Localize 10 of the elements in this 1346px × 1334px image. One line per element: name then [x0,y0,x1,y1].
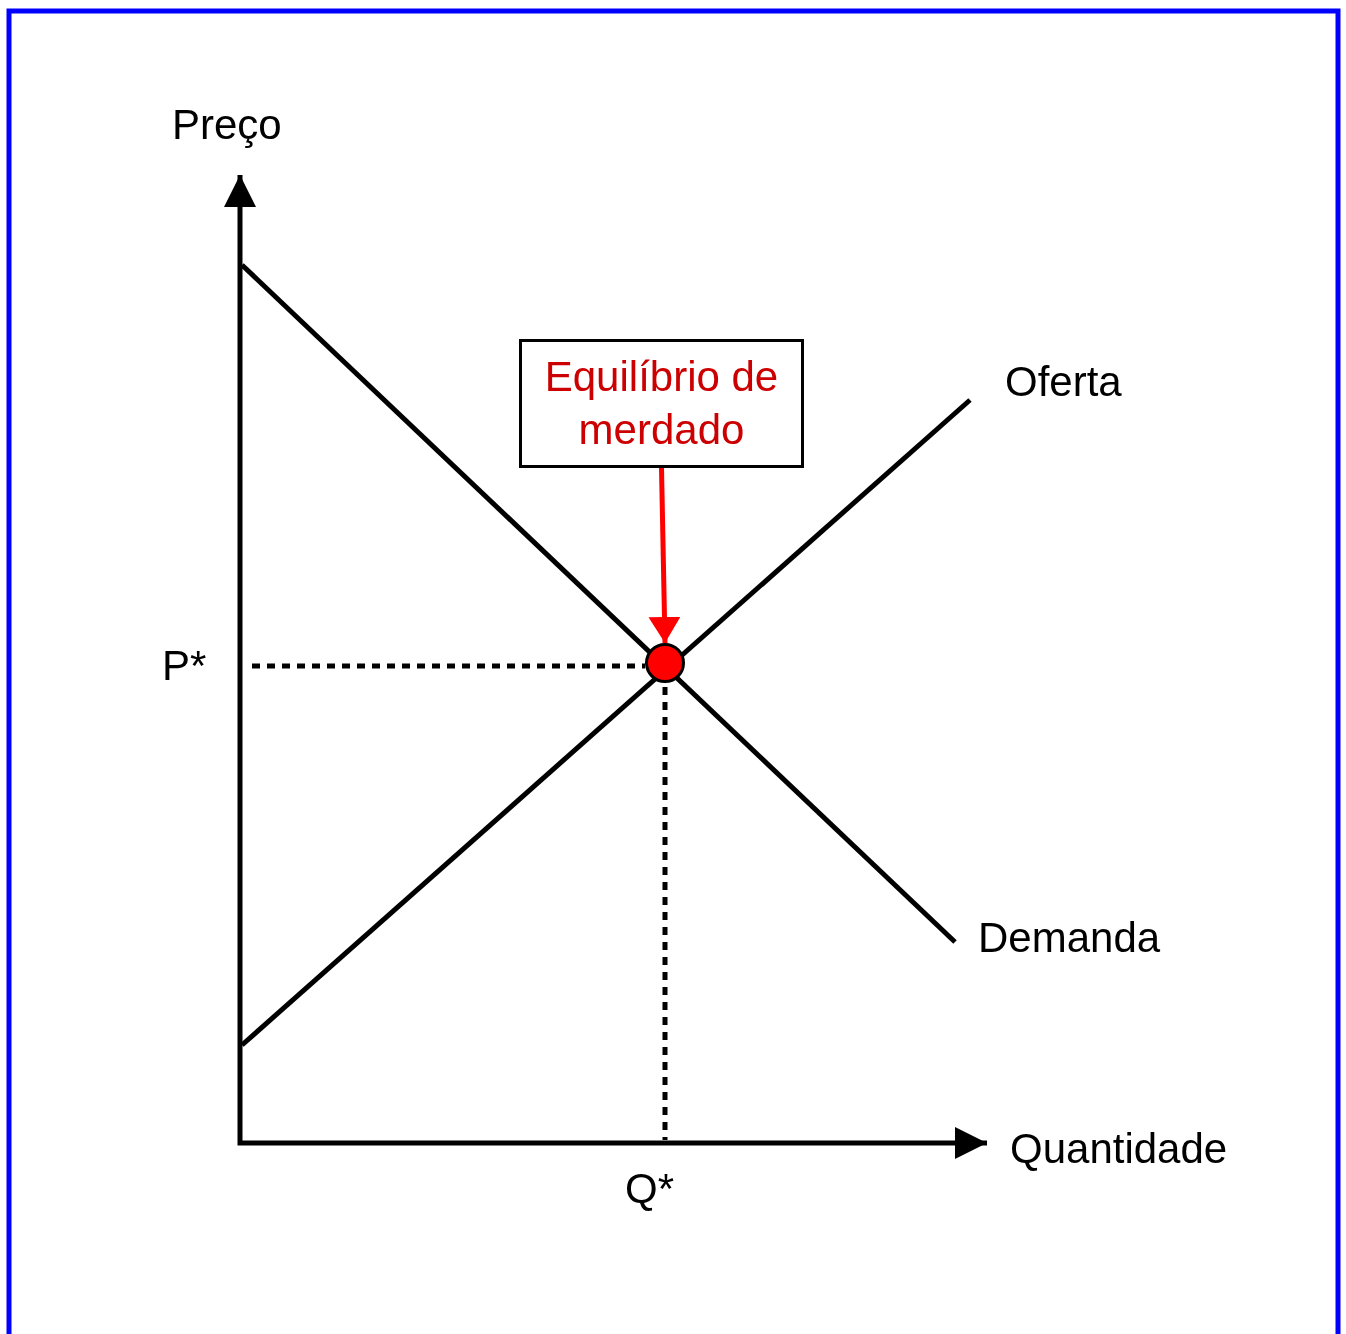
axis-title: Preço [172,104,282,146]
callout-box [519,339,804,468]
axis-value-label: Q* [625,1168,674,1210]
curve-label: Oferta [1005,361,1122,403]
arrow [648,467,681,644]
axis-title: Quantidade [1010,1128,1228,1170]
axis-value-label: P* [162,645,207,687]
curve-label: Demanda [978,917,1161,959]
equilibrium-point [645,643,685,683]
callout-text: Equilíbrio de merdado [543,352,780,455]
